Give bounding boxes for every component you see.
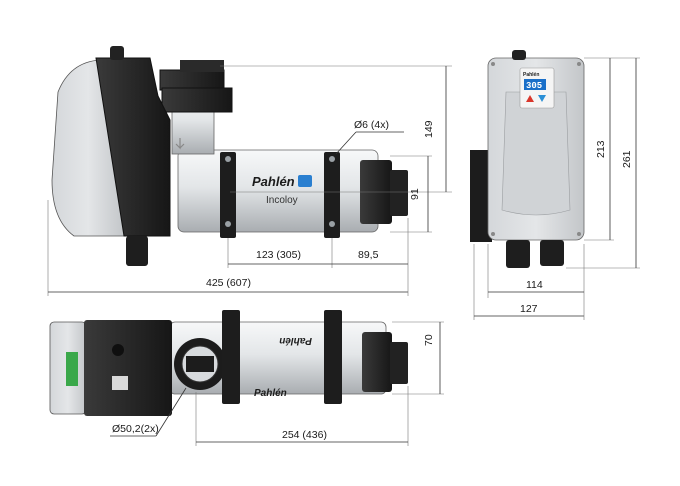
dim-254: 254 (436) [282,429,327,441]
brand-label-top-1: Pahlén [279,335,312,346]
top-clamp-right [324,310,342,404]
dim-149: 149 [423,120,435,138]
dim-89: 89,5 [358,249,379,261]
material-label: Incoloy [266,195,298,206]
brand-label-top-2: Pahlén [254,388,287,399]
temperature-value: 305 [526,81,542,91]
top-view-dimensions: 70 Ø50,2(2x) 254 (436) [110,321,444,446]
dim-261: 261 [621,150,633,168]
front-view: Pahlén 305 [470,50,585,268]
clamp-left [220,152,236,238]
brand-label-side: Pahlén [252,174,295,189]
top-view: Pahlén Pahlén [49,310,408,416]
dim-114: 114 [526,279,543,291]
control-box-body [95,57,171,237]
dim-port: Ø50,2(2x) [112,423,159,435]
dim-127: 127 [520,303,538,315]
side-view: Pahlén Incoloy [51,46,408,266]
top-clamp-left [222,310,240,404]
cable-gland [126,236,148,266]
front-cable-gland-left [506,240,530,268]
side-view-dimensions: 149 91 Ø6 (4x) 123 (305) 89,5 425 (607) [47,65,452,296]
arrow-up-icon [526,95,534,102]
dim-123: 123 (305) [256,249,301,261]
arrow-down-icon [538,95,546,102]
dim-70: 70 [423,334,435,346]
clamp-right [324,152,340,238]
temperature-display [524,79,546,90]
front-cable-gland-right [540,240,564,266]
dim-213: 213 [595,140,607,158]
brand-logo-side [298,175,312,187]
dim-bolt: Ø6 (4x) [354,119,389,131]
brand-label-panel: Pahlén [523,72,539,78]
front-view-dimensions: 213 261 114 127 [473,57,640,320]
dim-91: 91 [409,188,421,200]
inlet-nut [161,87,233,113]
dim-425: 425 (607) [206,277,251,289]
heater-tube [177,149,379,233]
inlet-union [159,69,225,91]
